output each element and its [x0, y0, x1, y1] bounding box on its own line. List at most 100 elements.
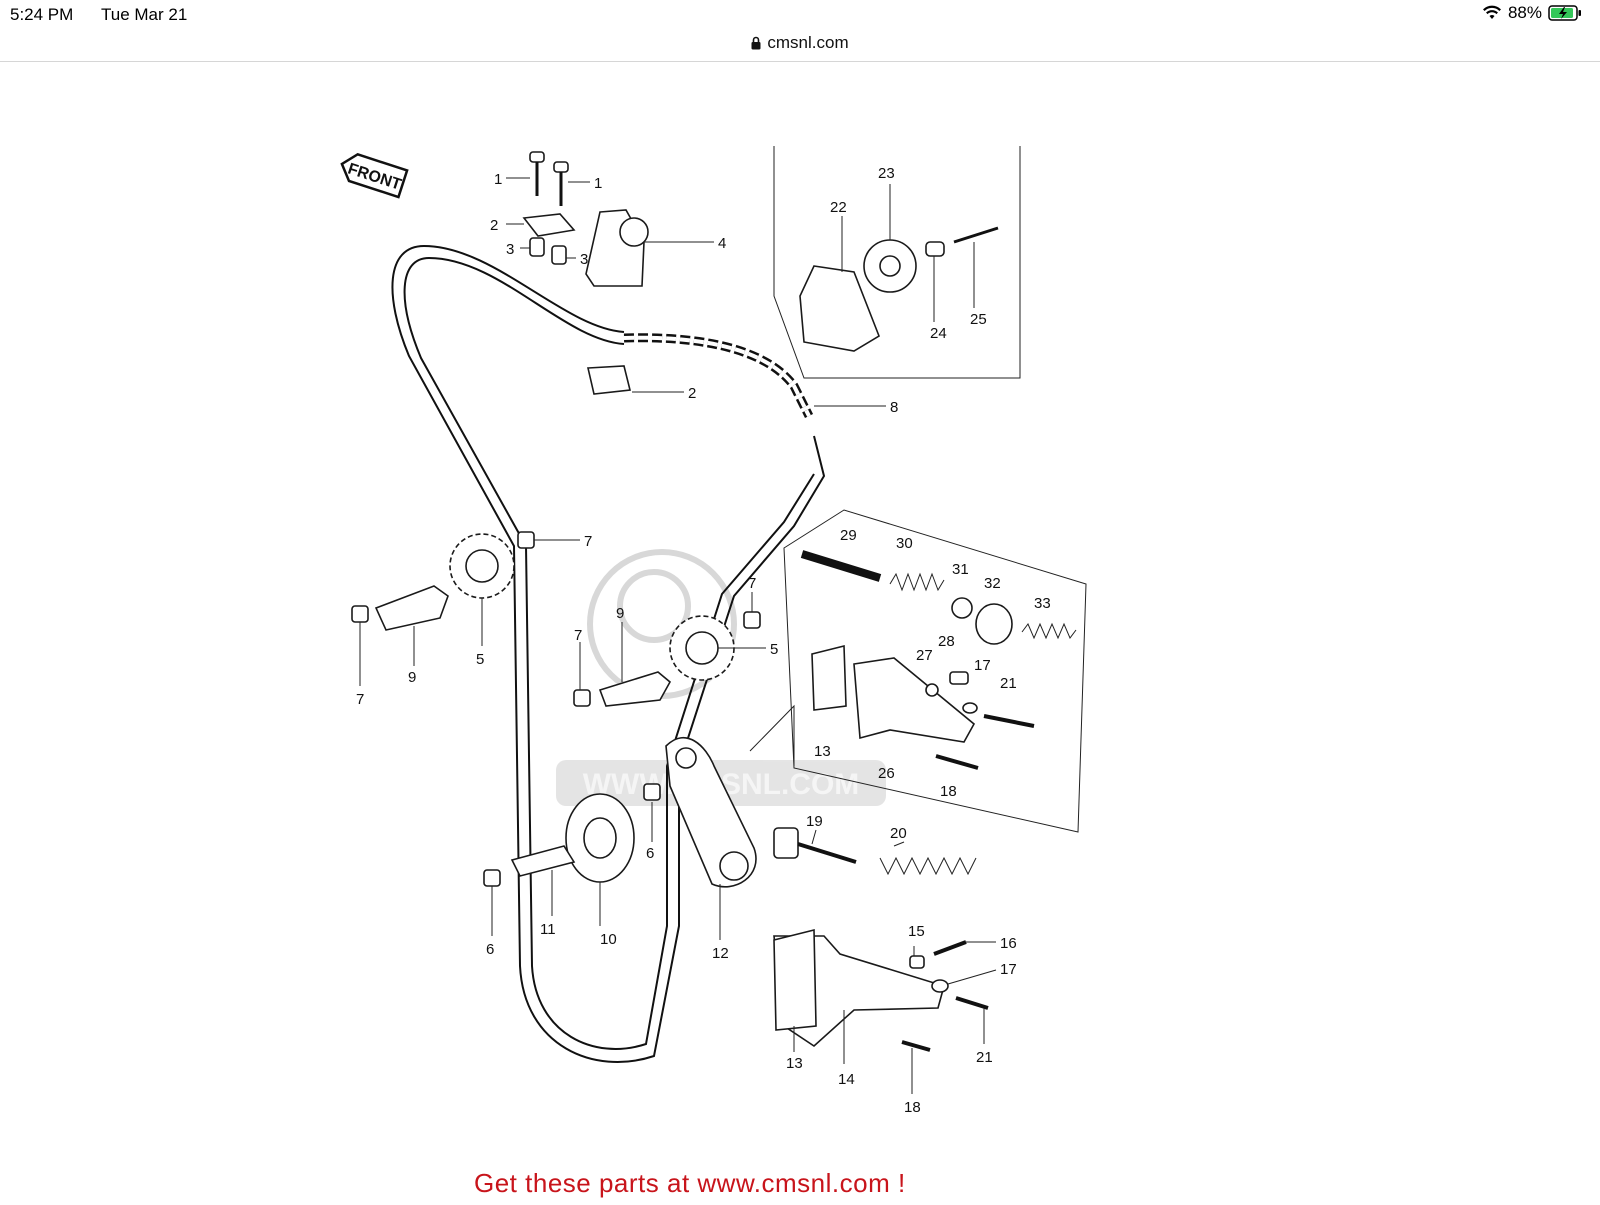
label-22: 22 [830, 199, 847, 216]
label-7b: 7 [356, 691, 364, 708]
bolt-part-18b [935, 754, 979, 770]
label-30: 30 [896, 535, 913, 552]
collar-part-24 [925, 241, 945, 257]
key-part-7 [351, 605, 369, 623]
plate-part-2 [522, 213, 576, 237]
key-part-6 [483, 869, 501, 887]
label-7c: 7 [748, 575, 756, 592]
shaft-part-9b [598, 671, 672, 707]
pulley-part-10 [565, 793, 635, 883]
sprocket-part-5b [669, 615, 735, 681]
chain-guide-part-22 [799, 265, 880, 352]
parts-diagram-drawing: WWW.CMSNL.COM FRONT [340, 146, 1087, 1116]
label-20: 20 [890, 825, 907, 842]
front-arrow-badge: FRONT [340, 152, 409, 199]
label-18b: 18 [904, 1099, 921, 1116]
wifi-icon [1482, 5, 1501, 19]
label-23: 23 [878, 165, 895, 182]
lock-icon [751, 36, 761, 50]
label-6a: 6 [646, 845, 654, 862]
label-3a: 3 [506, 241, 514, 258]
label-1a: 1 [494, 171, 502, 188]
label-11: 11 [540, 921, 556, 938]
battery-charging-icon [1548, 5, 1581, 21]
key-part-7c [743, 611, 761, 629]
label-25: 25 [970, 311, 987, 328]
label-32: 32 [984, 575, 1001, 592]
label-27: 27 [916, 647, 933, 664]
bolt-part-25 [953, 226, 999, 244]
part-labels: 1 1 2 3 3 4 22 23 24 25 2 8 7 7 9 5 7 9 … [356, 165, 1051, 1116]
inset-box-guide [773, 146, 1021, 379]
label-18a: 18 [940, 783, 957, 800]
bolt-part-21 [955, 996, 989, 1010]
washer-part-27 [925, 683, 939, 697]
shaft-part-11 [510, 845, 576, 877]
label-21a: 21 [1000, 675, 1017, 692]
nut-part-15 [909, 955, 925, 969]
collar-part-32 [975, 603, 1013, 645]
pin-part-29 [800, 550, 882, 582]
bolt-part-18 [901, 1040, 931, 1052]
tensioner-body-part-26 [853, 657, 976, 743]
sprocket-part-5 [449, 533, 515, 599]
label-29: 29 [840, 527, 857, 544]
label-9a: 9 [408, 669, 416, 686]
cam-belt [391, 244, 826, 1063]
tensioner-arm-part-12 [665, 737, 757, 888]
status-indicators: 88% [1482, 3, 1582, 23]
bolt-part-21b [983, 714, 1035, 728]
label-13a: 13 [814, 743, 831, 760]
bolt-part-28 [949, 671, 969, 685]
label-2b: 2 [688, 385, 696, 402]
plunger-part-19 [773, 827, 799, 859]
label-31: 31 [952, 561, 969, 578]
label-21b: 21 [976, 1049, 993, 1066]
label-15: 15 [908, 923, 925, 940]
label-1b: 1 [594, 175, 602, 192]
label-7d: 7 [574, 627, 582, 644]
label-9b: 9 [616, 605, 624, 622]
battery-percent: 88% [1507, 3, 1542, 22]
label-26: 26 [878, 765, 895, 782]
label-17a: 17 [974, 657, 991, 674]
label-5a: 5 [476, 651, 484, 668]
status-time: 5:24 PM [10, 5, 74, 24]
spring-part-30 [889, 572, 945, 592]
label-4: 4 [718, 235, 726, 252]
label-5b: 5 [770, 641, 778, 658]
label-24: 24 [930, 325, 947, 342]
washer-part-17 [931, 979, 949, 993]
label-13b: 13 [786, 1055, 803, 1072]
parts-diagram: WWW.CMSNL.COM FRONT [294, 146, 1174, 1200]
nut-part-31 [951, 597, 973, 619]
collar-part-3 [529, 237, 545, 257]
key-part-7b [517, 531, 535, 549]
label-16: 16 [1000, 935, 1017, 952]
label-7a: 7 [584, 533, 592, 550]
shaft-part-9 [374, 585, 449, 631]
drive-chain [623, 333, 814, 419]
leader-lines [359, 177, 997, 1094]
label-2a: 2 [490, 217, 498, 234]
label-14: 14 [838, 1071, 855, 1088]
gasket-part-13 [773, 928, 817, 1031]
url-text[interactable]: cmsnl.com [767, 33, 849, 52]
washer-part-17b [962, 702, 978, 714]
inset-box-tensioner [783, 509, 1087, 833]
collar-part-3b [551, 245, 567, 265]
address-bar[interactable]: cmsnl.com [0, 30, 1600, 62]
bolt-part-16 [933, 940, 967, 956]
status-bar: 5:24 PM Tue Mar 21 88% [0, 0, 1600, 30]
bolt-part-1 [529, 151, 569, 206]
label-8: 8 [890, 399, 898, 416]
key-part-6b [643, 783, 661, 801]
label-28: 28 [938, 633, 955, 650]
cmsnl-parts-link[interactable]: Get these parts at www.cmsnl.com ! [474, 1168, 906, 1198]
label-19: 19 [806, 813, 823, 830]
label-3b: 3 [580, 251, 588, 268]
spring-part-20 [879, 856, 977, 876]
label-6b: 6 [486, 941, 494, 958]
label-12: 12 [712, 945, 729, 962]
key-part-7d [573, 689, 591, 707]
